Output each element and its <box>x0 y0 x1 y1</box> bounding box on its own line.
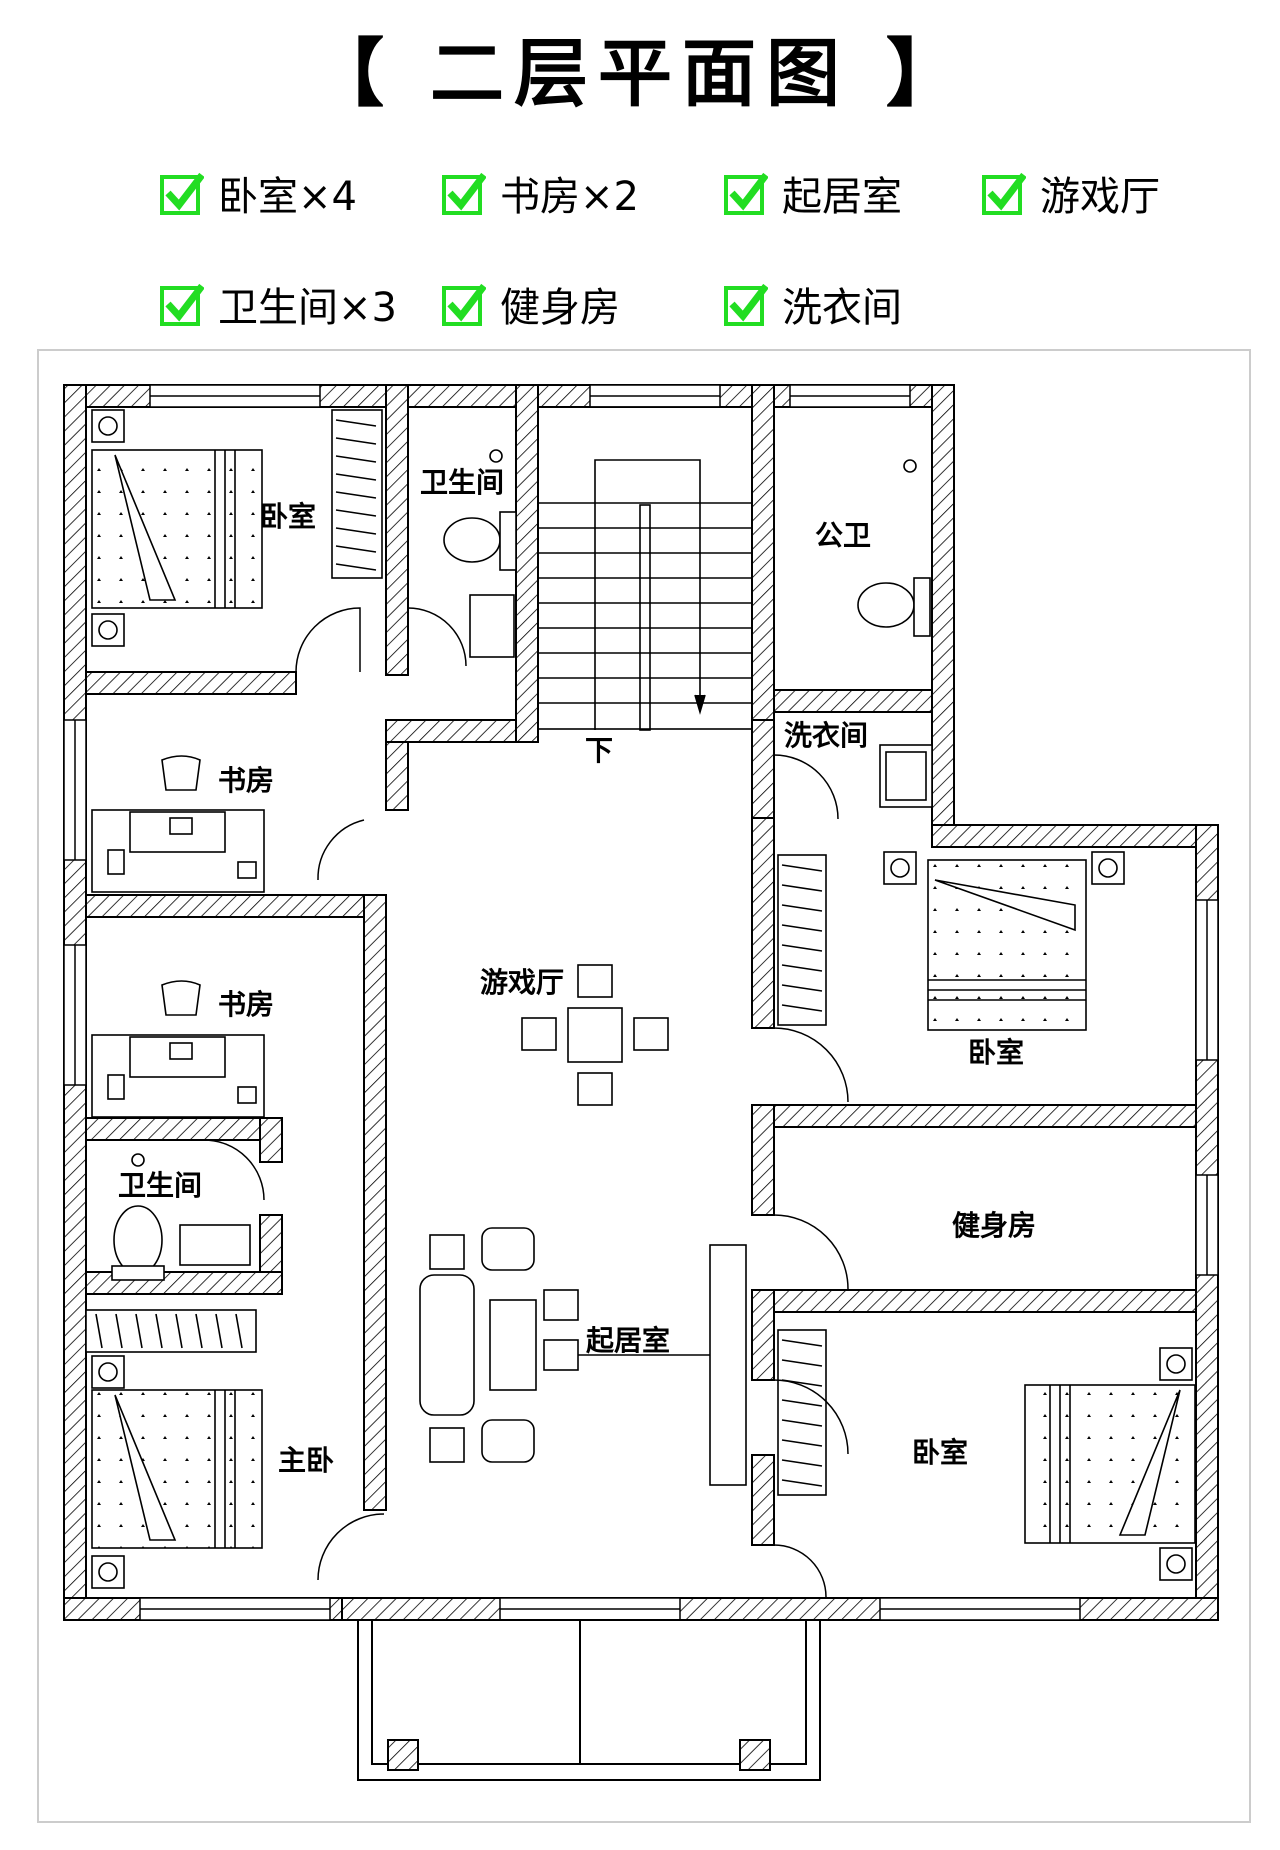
room-label-study-1: 书房 <box>218 764 274 797</box>
room-label-bath-w: 卫生间 <box>118 1169 202 1202</box>
room-labels: 卧室 卫生间 公卫 洗衣间 下 书房 书房 卧室 游戏厅 卫生间 健身房 起居室… <box>118 466 1036 1477</box>
checkmark-icon <box>442 283 486 326</box>
desk-study-1 <box>91 755 265 893</box>
room-label-bath-n: 卫生间 <box>420 466 504 499</box>
feature-bedrooms: 卧室×4 <box>160 165 357 221</box>
room-label-bedroom-nw: 卧室 <box>260 500 316 533</box>
feature-label: 起居室 <box>782 174 902 220</box>
bed-master <box>91 1355 263 1589</box>
feature-label: 健身房 <box>500 285 620 331</box>
windows <box>63 384 1219 1621</box>
wardrobe-master <box>85 1309 257 1353</box>
toilet-public <box>857 459 931 637</box>
bed-nw <box>91 409 263 647</box>
room-label-study-2: 书房 <box>218 988 274 1021</box>
checkmark-icon <box>982 172 1026 215</box>
room-label-game-hall: 游戏厅 <box>480 966 564 999</box>
stair-down-label: 下 <box>585 734 613 767</box>
washer <box>879 744 933 808</box>
checkmark-icon <box>160 283 204 326</box>
feature-living: 起居室 <box>724 165 902 221</box>
feature-label: 游戏厅 <box>1040 174 1160 220</box>
feature-label: 洗衣间 <box>782 285 902 331</box>
checkmark-icon <box>724 172 768 215</box>
wardrobe-nw <box>331 409 383 579</box>
toilet-w <box>111 1153 251 1281</box>
room-label-bedroom-e: 卧室 <box>968 1036 1024 1069</box>
checkmark-icon <box>160 172 204 215</box>
staircase <box>537 406 753 731</box>
room-label-living: 起居室 <box>586 1324 670 1357</box>
feature-label: 书房×2 <box>500 174 639 220</box>
feature-label: 卫生间×3 <box>218 285 397 331</box>
page-title: 【 二层平面图 】 <box>310 31 970 117</box>
game-table <box>521 964 669 1106</box>
sofa-set <box>419 1227 747 1486</box>
bed-east <box>883 851 1125 1031</box>
balcony <box>357 1619 821 1781</box>
room-label-gym: 健身房 <box>952 1209 1036 1242</box>
feature-game: 游戏厅 <box>982 165 1160 221</box>
room-label-master: 主卧 <box>278 1444 334 1477</box>
room-label-laundry: 洗衣间 <box>784 719 868 752</box>
wardrobe-se <box>777 1329 827 1496</box>
feature-gym: 健身房 <box>442 276 620 332</box>
room-label-public-bath: 公卫 <box>815 519 871 552</box>
feature-studies: 书房×2 <box>442 165 639 221</box>
feature-baths: 卫生间×3 <box>160 276 397 332</box>
doors <box>203 607 849 1598</box>
desk-study-2 <box>91 980 265 1118</box>
toilet-n <box>443 449 517 658</box>
feature-laundry: 洗衣间 <box>724 276 902 332</box>
bed-se <box>1024 1347 1196 1581</box>
feature-label: 卧室×4 <box>218 174 357 220</box>
checkmark-icon <box>442 172 486 215</box>
checkmark-icon <box>724 283 768 326</box>
room-label-bedroom-se: 卧室 <box>912 1436 968 1469</box>
wardrobe-east <box>777 854 827 1026</box>
plan-frame <box>37 349 1251 1823</box>
